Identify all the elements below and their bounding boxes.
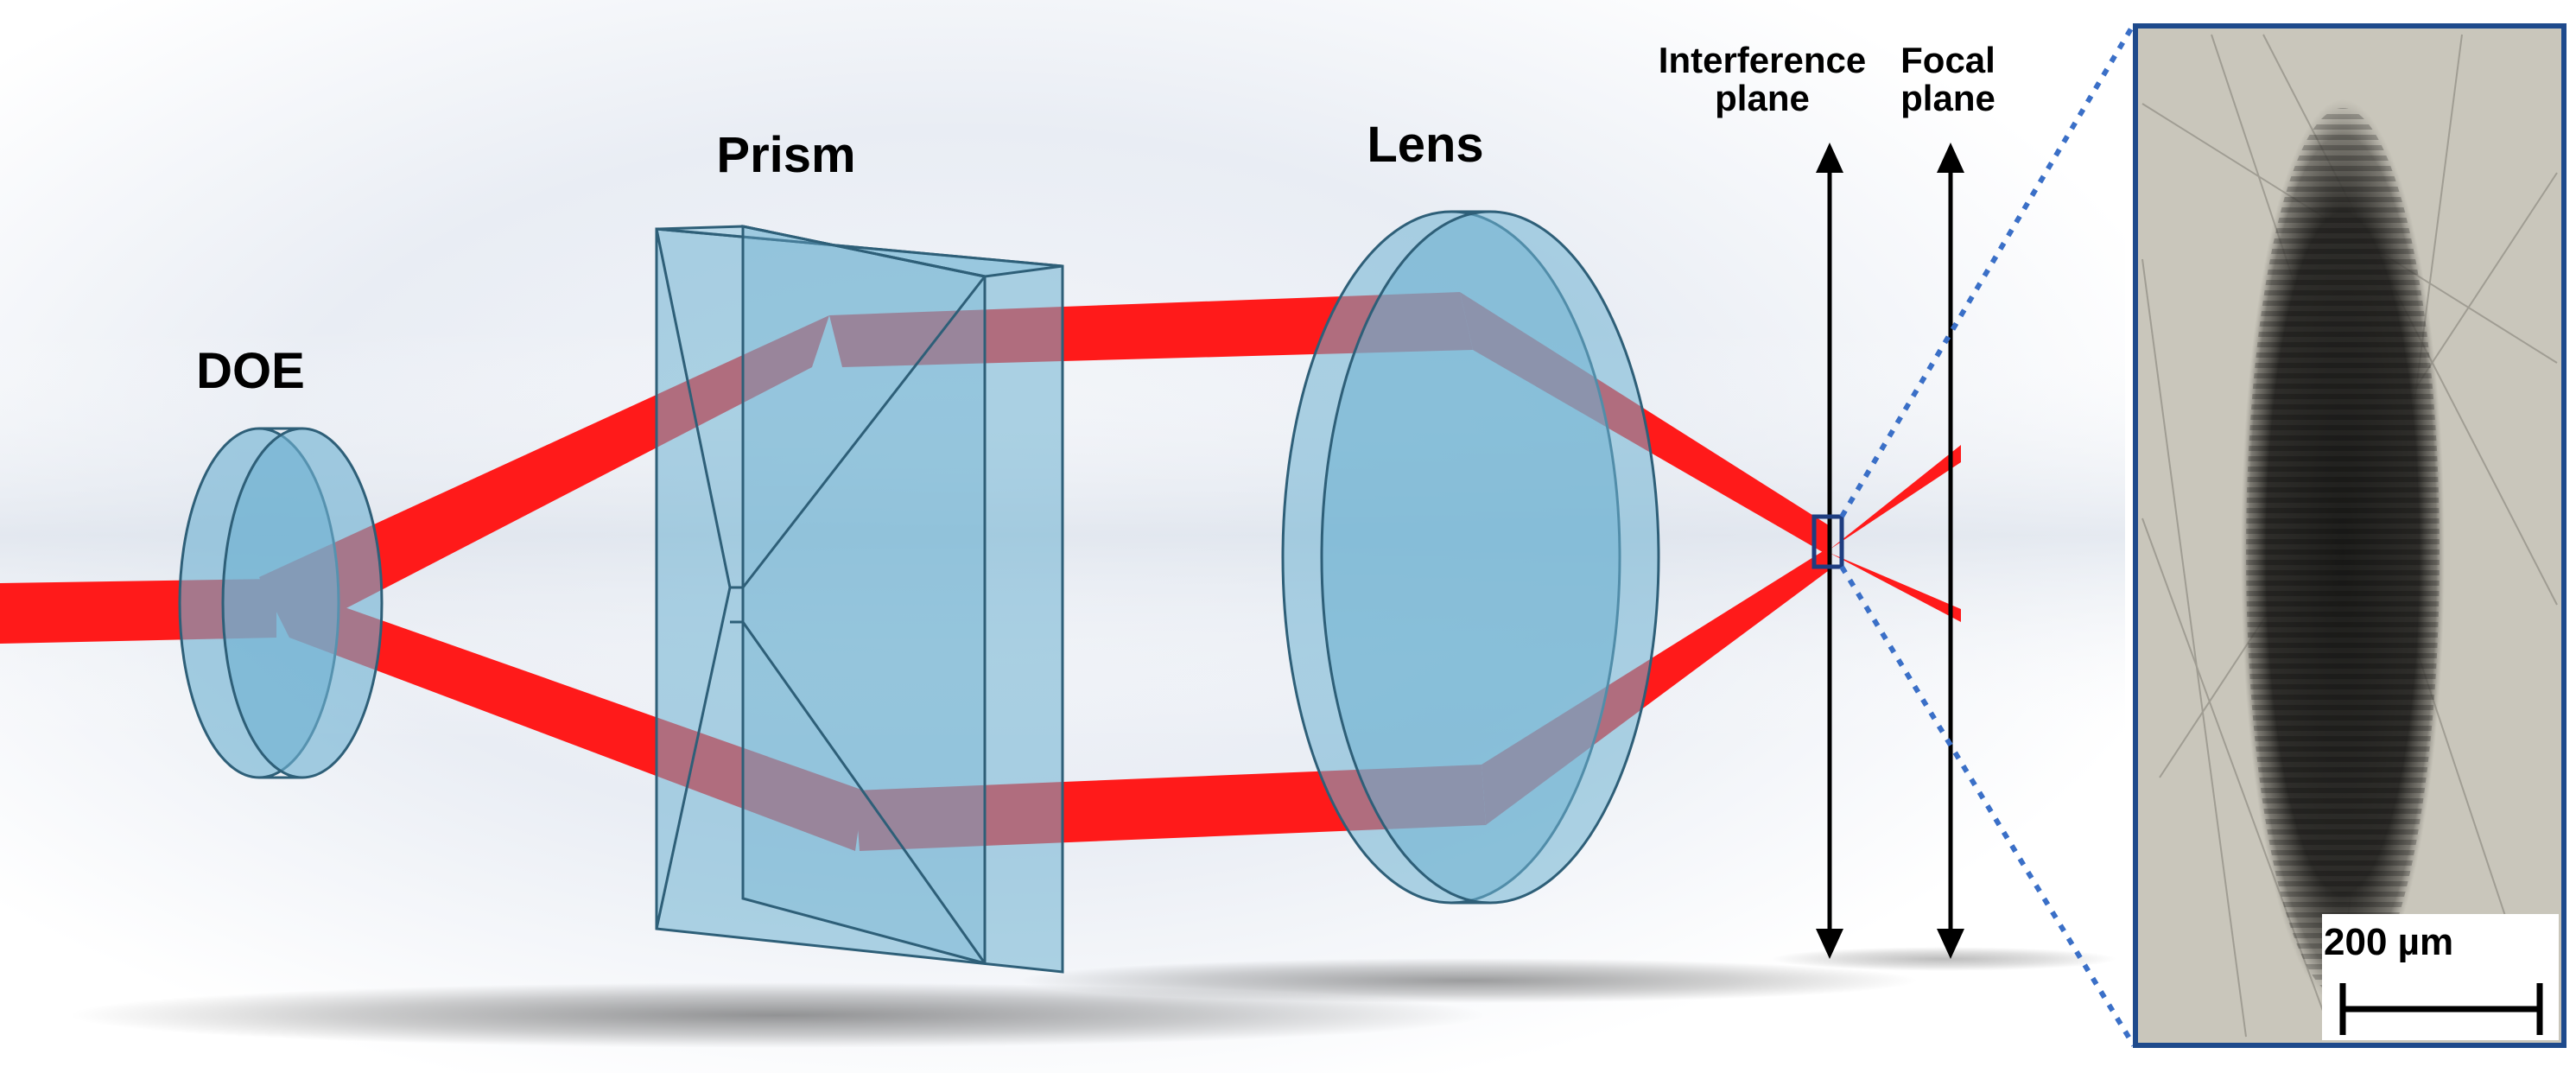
micrograph-inset xyxy=(2135,26,2564,1045)
scale-bar xyxy=(2339,983,2543,1035)
inset-border xyxy=(2133,23,2566,1048)
diverging-beam xyxy=(1830,445,1961,549)
interference-plane-label: Interference plane xyxy=(1624,41,1900,117)
prism-element xyxy=(655,225,1064,974)
diverging-beam xyxy=(1830,553,1961,622)
lens-label: Lens xyxy=(1367,117,1484,173)
zoom-line xyxy=(1839,22,2136,518)
focal-plane-arrow xyxy=(1937,143,1964,959)
interference-plane-label-line2: plane xyxy=(1715,78,1810,119)
focal-plane-label: Focal plane xyxy=(1875,41,2021,117)
zoom-box-icon xyxy=(1811,514,1844,569)
zoom-line xyxy=(1839,565,2136,1047)
lens-element xyxy=(1281,210,1660,905)
interference-fringes xyxy=(2246,108,2440,998)
scale-bar-background xyxy=(2322,914,2559,1040)
focal-plane-label-line2: plane xyxy=(1900,78,1995,119)
floor-shadow xyxy=(1771,947,2116,971)
floor-shadow xyxy=(69,982,1486,1048)
interference-plane-label-line1: Interference xyxy=(1658,40,1867,80)
floor-shadow xyxy=(1019,958,1918,1003)
scale-bar-label: 200 µm xyxy=(2324,921,2454,963)
doe-label: DOE xyxy=(196,343,305,399)
focal-plane-label-line1: Focal xyxy=(1900,40,1995,80)
prism-label: Prism xyxy=(716,127,856,183)
doe-element xyxy=(178,427,384,779)
interference-plane-arrow xyxy=(1816,143,1843,959)
